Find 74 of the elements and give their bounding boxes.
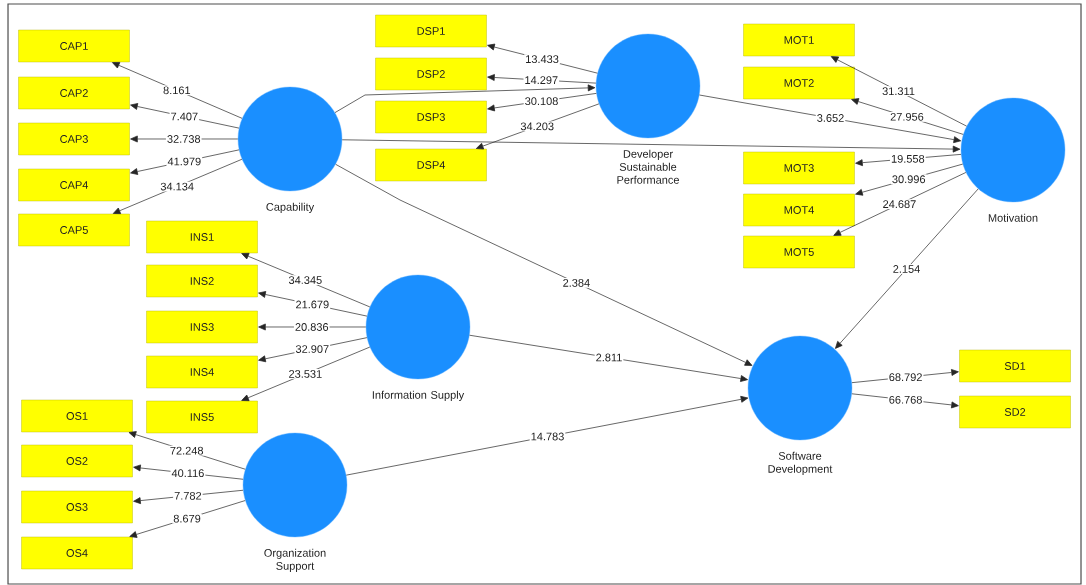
arrow — [699, 94, 962, 143]
edge-label: 34.134 — [159, 181, 195, 192]
arrow — [241, 252, 371, 308]
edge-label: 2.811 — [594, 352, 624, 363]
edge-label: 30.996 — [890, 174, 927, 185]
arrow — [112, 62, 243, 119]
edge-label: 7.407 — [169, 111, 200, 122]
edge-label: 19.558 — [890, 153, 926, 164]
edge-label: 27.956 — [889, 111, 925, 122]
arrow — [469, 334, 748, 382]
edge-label: 72.248 — [168, 445, 205, 456]
indicator-box: MOT2 — [743, 66, 855, 100]
arrow — [835, 188, 979, 349]
indicator-box: INS3 — [146, 310, 258, 344]
indicator-box: CAP1 — [18, 29, 130, 63]
node-label: Organization Support — [264, 548, 326, 572]
indicator-box: MOT1 — [743, 23, 855, 57]
edge-label: 41.979 — [166, 156, 203, 167]
indicator-box: OS3 — [21, 490, 133, 524]
indicator-box: SD2 — [959, 395, 1071, 429]
edge-label: 8.161 — [162, 85, 192, 96]
edge-label: 21.679 — [294, 299, 331, 310]
indicator-box: CAP5 — [18, 213, 130, 247]
arrow — [341, 139, 961, 153]
indicator-box: CAP2 — [18, 76, 130, 110]
edge-label: 24.687 — [881, 199, 918, 209]
indicator-box: INS1 — [146, 220, 258, 254]
node-label: Capability — [266, 202, 315, 213]
arrow — [345, 395, 749, 476]
indicator-box: DSP1 — [375, 14, 487, 48]
indicator-box: SD1 — [959, 349, 1071, 383]
indicator-box: DSP2 — [375, 57, 487, 91]
indicator-box: INS2 — [146, 264, 258, 298]
indicator-box: INS4 — [146, 355, 258, 389]
indicator-box: CAP4 — [18, 168, 130, 202]
node-label: Information Supply — [372, 390, 465, 401]
indicator-box: MOT4 — [743, 193, 855, 227]
indicator-box: OS2 — [21, 444, 133, 478]
arrow — [833, 172, 967, 236]
edge-label: 30.108 — [523, 96, 560, 107]
node-label: Developer Sustainable Performance — [617, 149, 679, 184]
edge-label: 2.384 — [561, 278, 592, 288]
arrow — [112, 158, 243, 214]
arrow — [475, 103, 600, 150]
arrow — [334, 84, 596, 113]
edge-label: 32.738 — [165, 134, 202, 144]
edge-label: 68.792 — [887, 372, 924, 383]
edge-label: 14.297 — [523, 75, 560, 85]
edge-label: 31.311 — [881, 86, 916, 97]
edge-label: 23.531 — [287, 369, 324, 379]
edge-label: 32.907 — [294, 344, 331, 354]
indicator-box: OS1 — [21, 399, 133, 433]
indicator-box: OS4 — [21, 536, 133, 570]
edge-label: 8.679 — [172, 513, 202, 524]
edge-label: 13.433 — [524, 54, 560, 65]
edge-label: 34.203 — [519, 121, 556, 132]
indicator-box: MOT3 — [743, 151, 855, 185]
edge-label: 7.782 — [173, 490, 203, 501]
arrow — [335, 163, 753, 366]
edge-label: 2.154 — [891, 264, 922, 274]
indicator-box: MOT5 — [743, 235, 855, 269]
node-label: Motivation — [988, 213, 1038, 222]
indicator-box: CAP3 — [18, 122, 130, 156]
indicator-box: INS5 — [146, 400, 258, 434]
edge-label: 20.836 — [293, 322, 330, 332]
node-label: Software Development — [768, 451, 833, 475]
edge-label: 34.345 — [287, 275, 324, 285]
edge-label: 66.768 — [887, 394, 924, 405]
edge-label: 3.652 — [815, 113, 846, 123]
arrow — [830, 56, 967, 127]
edge-label: 40.116 — [170, 468, 206, 479]
indicator-box: DSP4 — [375, 148, 487, 182]
edge-label: 14.783 — [529, 431, 566, 442]
indicator-box: DSP3 — [375, 100, 487, 134]
